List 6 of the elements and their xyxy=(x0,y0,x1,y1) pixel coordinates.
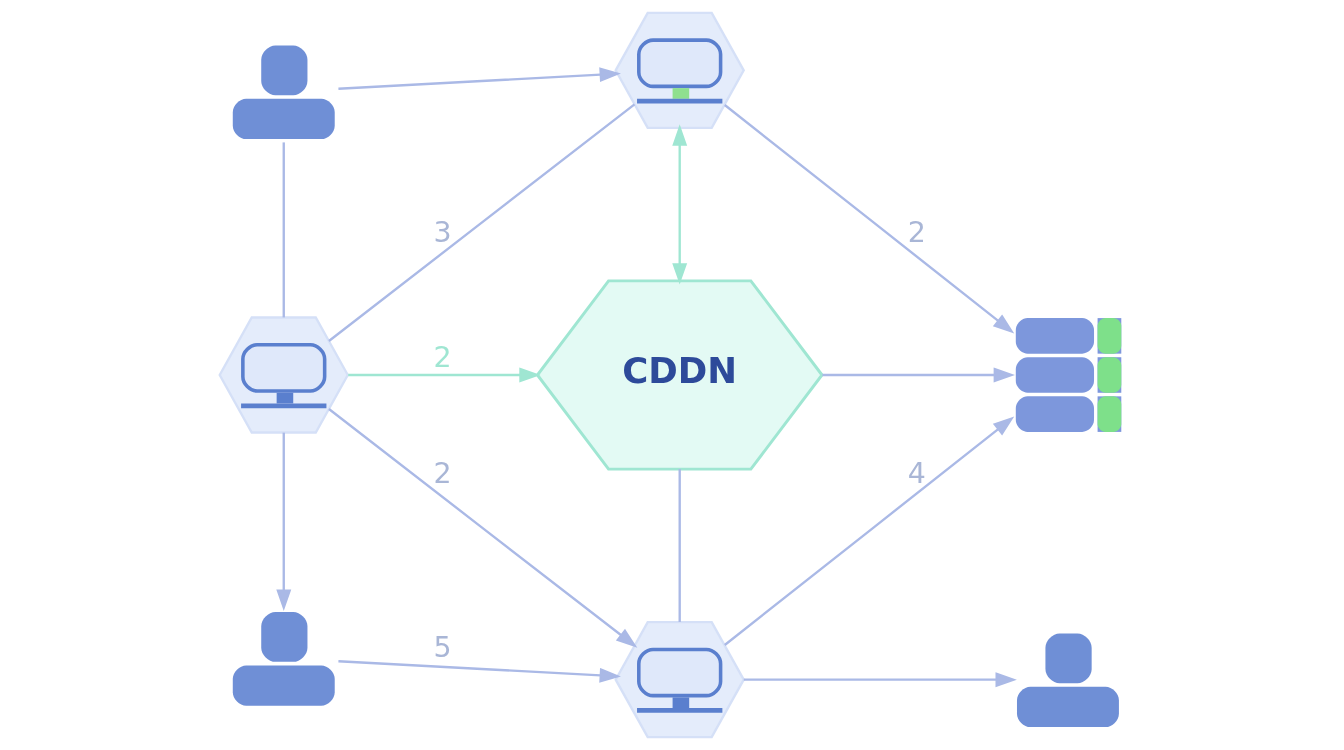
edge-label: 2 xyxy=(907,216,926,250)
edge-label: 3 xyxy=(433,216,452,250)
edge-label: 4 xyxy=(907,457,926,491)
edge-label: 2 xyxy=(433,457,452,491)
edge-label: 5 xyxy=(433,631,452,665)
edge-label: 2 xyxy=(433,340,452,374)
